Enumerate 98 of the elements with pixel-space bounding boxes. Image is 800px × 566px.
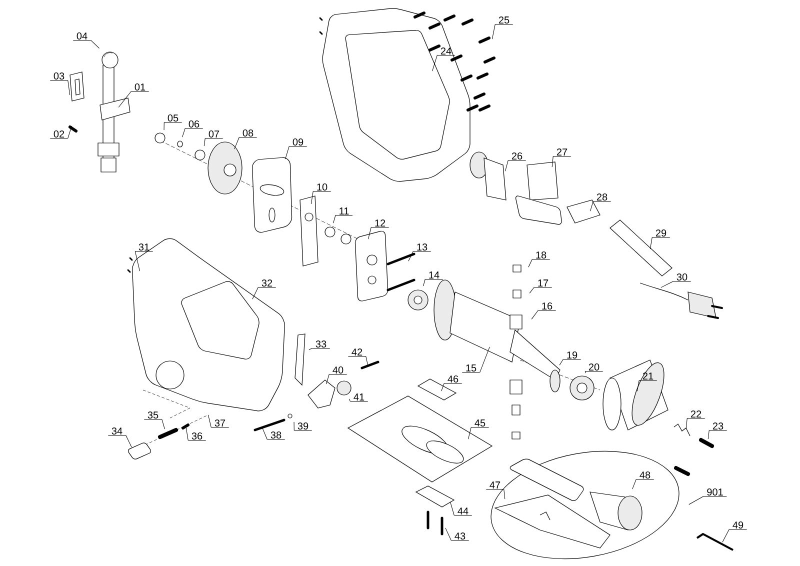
callout-number: 25 xyxy=(494,16,514,25)
leader-line xyxy=(126,435,132,448)
callout-number: 39 xyxy=(294,422,312,431)
callout-number: 43 xyxy=(450,532,470,541)
leader-line xyxy=(285,146,290,160)
leader-line xyxy=(333,215,336,224)
leader-line xyxy=(204,138,206,146)
leader-line xyxy=(584,371,586,374)
leader-line xyxy=(349,398,350,402)
callout-number: 29 xyxy=(652,229,670,238)
leader-line xyxy=(445,528,452,541)
callout-number: 01 xyxy=(130,83,150,92)
leader-line xyxy=(308,348,312,350)
leader-line xyxy=(423,279,426,286)
leader-line xyxy=(722,529,730,542)
leader-line xyxy=(118,91,132,108)
leader-line xyxy=(650,237,652,250)
callout-number: 23 xyxy=(708,422,728,431)
callout-number: 46 xyxy=(444,375,462,384)
callout-number: 04 xyxy=(72,32,92,41)
leader-line xyxy=(310,191,314,204)
callout-number: 16 xyxy=(538,302,556,311)
leader-line xyxy=(326,374,330,384)
leader-line xyxy=(432,55,438,72)
leader-line xyxy=(186,428,188,441)
callout-number: 37 xyxy=(210,419,230,428)
callout-number: 32 xyxy=(258,279,276,288)
callout-number: 901 xyxy=(703,488,727,497)
leader-line xyxy=(468,427,472,440)
leader-line xyxy=(408,251,414,262)
leader-line xyxy=(68,126,72,139)
leader-line xyxy=(368,227,372,240)
leader-line xyxy=(134,251,140,272)
leader-line xyxy=(660,281,674,288)
callout-number: 44 xyxy=(454,508,472,516)
callout-number: 08 xyxy=(238,129,258,138)
callout-number: 14 xyxy=(424,272,444,280)
callout-number: 19 xyxy=(562,351,582,360)
leader-line xyxy=(262,428,268,440)
leader-line xyxy=(162,419,165,430)
leader-line xyxy=(590,201,594,212)
callout-number: 13 xyxy=(412,243,432,252)
callout-number: 05 xyxy=(164,114,182,123)
leader-line xyxy=(68,80,70,96)
callout-number: 36 xyxy=(188,432,206,441)
callout-number: 27 xyxy=(552,148,572,157)
leader-line xyxy=(90,40,100,49)
leader-line xyxy=(708,430,710,440)
leader-line xyxy=(529,287,534,294)
leader-line xyxy=(559,359,564,366)
callout-number: 41 xyxy=(350,394,368,402)
callout-number: 45 xyxy=(470,420,490,428)
callout-number: 49 xyxy=(728,521,748,530)
leader-line xyxy=(208,414,212,428)
callout-number: 26 xyxy=(508,152,526,161)
callout-number: 17 xyxy=(534,280,552,288)
callout-number: 21 xyxy=(638,372,658,381)
callout-number: 18 xyxy=(532,251,550,260)
leader-line xyxy=(504,489,506,500)
callout-number: 48 xyxy=(636,471,654,480)
callout-number: 31 xyxy=(134,243,154,252)
callout-number: 38 xyxy=(266,431,286,440)
callout-number: 34 xyxy=(108,427,126,436)
leader-line xyxy=(450,502,454,516)
callout-number: 15 xyxy=(462,364,480,373)
callout-number: 12 xyxy=(370,220,390,228)
leader-line xyxy=(234,137,240,150)
leader-line xyxy=(531,310,538,320)
callout-number: 09 xyxy=(288,138,308,147)
callout-number: 28 xyxy=(592,193,612,202)
callout-number: 47 xyxy=(486,482,504,490)
callout-number: 30 xyxy=(672,273,692,282)
leader-line xyxy=(528,259,532,268)
callout-number: 02 xyxy=(50,130,68,139)
callout-number: 22 xyxy=(686,410,706,419)
leader-line xyxy=(632,479,636,490)
callout-number: 06 xyxy=(184,120,204,129)
callout-number: 03 xyxy=(50,72,68,81)
leader-line xyxy=(441,383,444,392)
callout-number: 20 xyxy=(584,363,604,372)
leader-line xyxy=(480,346,490,373)
callout-number: 35 xyxy=(144,411,162,420)
leader-line xyxy=(492,24,496,40)
callout-number: 40 xyxy=(328,366,348,375)
leader-line xyxy=(252,287,258,300)
leader-line xyxy=(686,418,688,430)
callout-number: 24 xyxy=(436,48,456,56)
leader-line xyxy=(636,380,640,392)
callout-number: 11 xyxy=(335,208,353,216)
callout-number: 07 xyxy=(204,130,224,139)
leader-line xyxy=(505,160,508,172)
callout-number: 42 xyxy=(348,348,366,357)
leader-line xyxy=(182,128,186,138)
callout-number: 33 xyxy=(312,340,330,349)
leader-line xyxy=(552,156,554,168)
leader-line xyxy=(366,356,368,366)
callout-number: 10 xyxy=(312,183,332,192)
leader-line xyxy=(688,496,704,505)
